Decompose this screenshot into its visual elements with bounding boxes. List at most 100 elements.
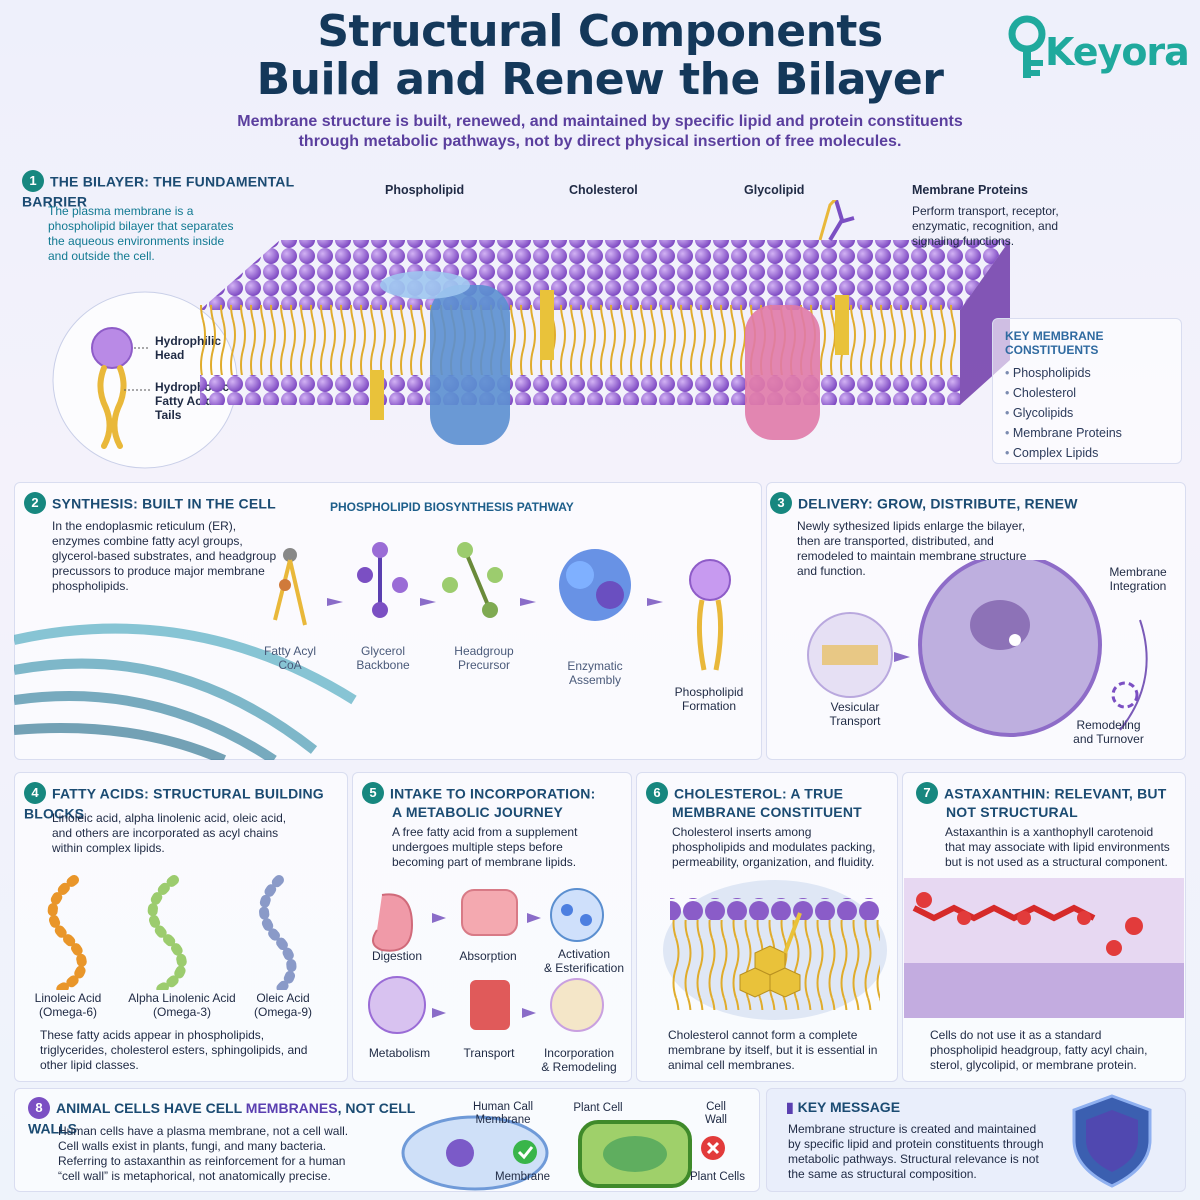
step-transport: Transport	[463, 1046, 515, 1060]
section-2-panel	[14, 482, 762, 760]
section-7-footer: Cells do not use it as a standard phosph…	[930, 1028, 1148, 1072]
arrow-icon	[327, 598, 663, 606]
pathway-icons	[273, 542, 731, 671]
callout-cholesterol: Cholesterol	[569, 183, 638, 197]
alpha-linolenic-icon	[147, 875, 187, 990]
incorporation-icon	[550, 978, 604, 1032]
metabolism-icon	[368, 976, 426, 1034]
subtitle-line-2: through metabolic pathways, not by direc…	[298, 133, 902, 150]
arrow-icon	[894, 652, 910, 662]
page-title: Structural Components Build and Renew th…	[0, 8, 1200, 104]
section-1-text: The plasma membrane is a phospholipid bi…	[48, 204, 234, 263]
list-item: Cholesterol	[1005, 383, 1169, 403]
section-4-panel	[14, 772, 348, 1082]
callout-membrane-proteins: Membrane Proteins	[912, 183, 1029, 197]
check-icon	[513, 1140, 537, 1164]
oleic-acid-icon	[259, 875, 297, 990]
key-constituents-list: Phospholipids Cholesterol Glycolipids Me…	[1005, 363, 1169, 463]
section-6-footer: Cholesterol cannot form a complete membr…	[668, 1028, 878, 1072]
proteins-description: Perform transport, receptor, enzymatic, …	[912, 204, 1059, 248]
acid-label-linoleic: Linoleic Acid(Omega-6)	[34, 991, 102, 1019]
delivery-illustration	[807, 560, 1148, 737]
callout-glycolipid: Glycolipid	[744, 183, 805, 197]
human-cell-icon	[401, 1115, 549, 1191]
journey-icons	[368, 888, 604, 1034]
section-8-text: Human cells have a plasma membrane, not …	[58, 1124, 349, 1183]
step-absorption: Absorption	[459, 949, 517, 963]
callout-phospholipid: Phospholipid	[385, 183, 465, 197]
plant-cells-label: Plant Cells	[690, 1171, 745, 1183]
phospholipid-zoom-icon	[52, 291, 238, 469]
key-message-text: Membrane structure is created and mainta…	[788, 1122, 1044, 1181]
acid-label-alpha: Alpha Linolenic Acid(Omega-3)	[128, 991, 236, 1019]
key-message-heading: ▮ KEY MESSAGE	[786, 1099, 901, 1115]
intestine-icon	[461, 889, 518, 936]
fatty-acyl-coa-icon	[273, 548, 307, 626]
headgroup-icon	[442, 542, 503, 618]
brand-logo: Keyora	[1005, 12, 1190, 82]
step-digestion: Digestion	[371, 949, 423, 963]
acid-label-oleic: Oleic Acid(Omega-9)	[253, 991, 312, 1019]
logo-wordmark: Keyora	[1045, 30, 1190, 74]
list-item: Membrane Proteins	[1005, 423, 1169, 443]
shield-icon	[1072, 1094, 1152, 1188]
section-7-text: Astaxanthin is a xanthophyll carotenoid …	[945, 825, 1170, 869]
fatty-acid-molecules	[47, 875, 297, 990]
stomach-icon	[372, 893, 414, 952]
channel-protein-icon	[430, 285, 510, 445]
list-item: Phospholipids	[1005, 363, 1169, 383]
key-constituents-title: KEY MEMBRANE CONSTITUENTS	[1005, 329, 1104, 357]
section-6-text: Cholesterol inserts among phospholipids …	[672, 825, 876, 869]
phospholipid-formation-icon	[689, 559, 731, 671]
title-line-2: Build and Renew the Bilayer	[256, 54, 944, 105]
section-2-text: In the endoplasmic reticulum (ER), enzym…	[52, 519, 277, 593]
key-constituents-box: KEY MEMBRANE CONSTITUENTS Phospholipids …	[992, 318, 1182, 464]
title-line-1: Structural Components	[317, 6, 883, 57]
pink-protein-icon	[745, 305, 820, 440]
astaxanthin-icon	[904, 878, 1184, 1018]
list-item: Complex Lipids	[1005, 443, 1169, 463]
er-membrane-icon	[14, 623, 357, 760]
section-title: THE BILAYER: THE FUNDAMENTAL BARRIER	[22, 173, 295, 210]
page-subtitle: Membrane structure is built, renewed, an…	[150, 112, 1050, 152]
cholesterol-membrane-icon	[663, 880, 887, 1020]
section-4-footer: These fatty acids appear in phospholipid…	[40, 1028, 308, 1072]
transport-icon	[470, 980, 510, 1030]
enzyme-icon	[559, 549, 631, 621]
section-number: 1	[22, 170, 44, 192]
cycle-arrow-icon	[1119, 619, 1148, 731]
remodel-icon	[1111, 681, 1139, 709]
key-logo-icon	[1008, 15, 1046, 78]
step-incorporation: Incorporation& Remodeling	[541, 1046, 617, 1074]
plant-cell-label: Plant Cell	[573, 1102, 623, 1114]
membrane-label: Membrane	[495, 1171, 550, 1183]
subtitle-line-1: Membrane structure is built, renewed, an…	[237, 113, 963, 130]
glycerol-icon	[357, 542, 408, 618]
section-5-text: A free fatty acid from a supplement unde…	[392, 825, 578, 869]
cholesterol-icon	[540, 290, 554, 360]
section-3-text: Newly sythesized lipids enlarge the bila…	[797, 519, 1027, 578]
cell-comparison-icons	[401, 1115, 725, 1191]
list-item: Glycolipids	[1005, 403, 1169, 423]
section-4-text: Linoleic acid, alpha linolenic acid, ole…	[52, 811, 287, 855]
glycolipid-icon	[828, 200, 855, 242]
step-metabolism: Metabolism	[368, 1046, 431, 1060]
